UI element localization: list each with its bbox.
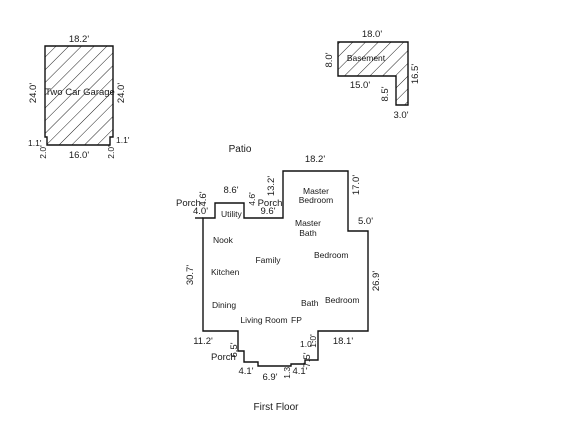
dim-porch-right-run: 4.1' (292, 366, 307, 377)
dim-step-right: 5.0' (358, 216, 373, 227)
basement-right-dim: 16.5' (410, 64, 421, 84)
dim-master-top: 18.2' (305, 154, 325, 165)
room-dining: Dining (212, 300, 236, 310)
basement-label: Basement (347, 53, 386, 63)
basement-bottom-dim: 3.0' (393, 110, 408, 121)
dim-right-height: 26.9' (371, 271, 382, 291)
basement-left-dim: 8.0' (324, 52, 335, 67)
garage-right-dim: 24.0' (116, 83, 127, 103)
basement-top-dim: 18.0' (362, 29, 382, 40)
dim-bottom-right: 18.1' (333, 336, 353, 347)
dim-porch-left-height: 6.5' (229, 342, 240, 357)
garage-bl-width-dim: 1.1' (28, 138, 42, 148)
room-nook: Nook (213, 235, 234, 245)
garage-label: Two Car Garage (45, 87, 115, 98)
dim-bottom-left: 11.2' (193, 336, 213, 347)
room-master-bath-line1: Master (295, 218, 321, 228)
garage-left-dim: 24.0' (28, 83, 39, 103)
basement-inner-vertical-dim: 8.5' (380, 86, 391, 101)
garage: Two Car Garage 18.2' 24.0' 24.0' 16.0' 1… (28, 34, 130, 161)
first-floor-outline (202, 170, 369, 367)
dim-porch-right-small: 1.3' (282, 365, 292, 379)
room-bedroom-lower: Bedroom (325, 295, 360, 305)
dim-porch-notch: 4.6' (247, 192, 257, 206)
room-porch-bottom: Porch (211, 352, 236, 363)
dim-step-left: 4.6' (198, 191, 209, 206)
dim-fp-b: 1.0' (308, 334, 318, 348)
room-porch-top: Porch (258, 198, 283, 209)
dim-fp-a: 1.0' (300, 339, 314, 349)
garage-bl-height-dim: 2.0' (38, 145, 48, 159)
dim-master-left: 13.2' (266, 176, 277, 196)
room-family: Family (255, 255, 281, 265)
first-floor: Patio Master Bedroom Master Bath Utility… (176, 144, 382, 383)
basement: Basement 18.0' 8.0' 16.5' 15.0' 8.5' 3.0… (324, 29, 421, 121)
garage-top-dim: 18.2' (69, 34, 89, 45)
drawing-title: First Floor (254, 402, 300, 413)
garage-br-height-dim: 2.0' (106, 145, 116, 159)
room-porch-left: Porch (176, 198, 201, 209)
room-master-bath-line2: Bath (299, 228, 317, 238)
room-utility: Utility (221, 209, 243, 219)
room-kitchen: Kitchen (211, 267, 240, 277)
room-fireplace: FP (291, 315, 302, 325)
room-master-bedroom-line2: Bedroom (299, 195, 334, 205)
room-living-room: Living Room (240, 315, 287, 325)
dim-porch-bottom: 6.9' (262, 372, 277, 383)
dim-master-right: 17.0' (351, 175, 362, 195)
patio-label: Patio (229, 144, 252, 155)
garage-bottom-dim: 16.0' (69, 150, 89, 161)
garage-outline (44, 45, 114, 146)
dim-porch-width: 4.0' (193, 206, 208, 217)
room-master-bedroom-line1: Master (303, 186, 329, 196)
basement-inner-horizontal-dim: 15.0' (350, 80, 370, 91)
dim-step-top: 8.6' (223, 185, 238, 196)
dim-porch-right-height: 7.5' (302, 352, 313, 367)
dim-left-height: 30.7' (185, 265, 196, 285)
garage-br-width-dim: 1.1' (116, 135, 130, 145)
dim-utility-porch-width: 9.6' (260, 206, 275, 217)
basement-outline (337, 41, 409, 106)
dim-porch-left-run: 4.1' (238, 366, 253, 377)
room-bath: Bath (301, 298, 319, 308)
room-bedroom-upper: Bedroom (314, 250, 349, 260)
